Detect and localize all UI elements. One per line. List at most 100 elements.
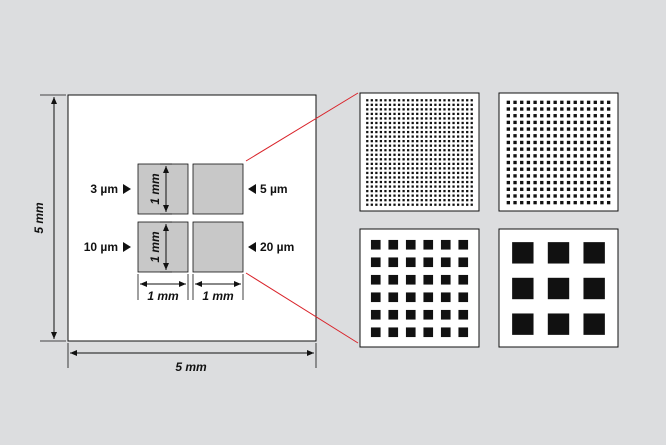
pattern-dot-top-left	[375, 199, 378, 202]
pattern-dot-top-right	[573, 147, 577, 151]
pattern-dot-top-left	[438, 117, 442, 120]
pattern-dot-top-left	[434, 135, 437, 138]
pattern-dot-top-right	[580, 114, 584, 118]
pattern-dot-top-left	[452, 189, 455, 193]
cell-width-label-left: 1 mm	[147, 289, 179, 303]
pattern-dot-top-left	[466, 167, 469, 170]
pattern-dot-top-left	[438, 189, 442, 193]
pattern-dot-top-left	[434, 153, 437, 156]
pattern-dot-top-right	[593, 127, 597, 131]
pattern-dot-top-left	[375, 180, 378, 184]
pattern-dot-bottom-left	[458, 309, 469, 320]
pattern-dot-top-right	[600, 120, 604, 125]
pattern-dot-top-left	[443, 121, 446, 125]
pattern-dot-top-left	[366, 135, 369, 138]
pattern-dot-top-left	[366, 140, 369, 143]
pattern-dot-top-right	[600, 154, 604, 158]
cell-height-label-top: 1 mm	[148, 173, 162, 205]
pattern-dot-top-left	[470, 144, 473, 147]
pattern-dot-top-left	[366, 108, 369, 111]
pattern-dot-top-left	[452, 167, 455, 170]
pattern-dot-bottom-left	[405, 292, 416, 303]
pattern-dot-top-left	[407, 194, 410, 197]
pattern-dot-top-left	[393, 144, 396, 147]
pattern-dot-top-left	[434, 108, 437, 111]
pattern-dot-bottom-left	[405, 274, 416, 285]
pattern-dot-bottom-left	[423, 274, 434, 285]
pattern-dot-top-left	[466, 149, 469, 152]
pattern-dot-top-left	[397, 103, 401, 106]
pattern-dot-bottom-left	[370, 327, 381, 338]
pattern-dot-top-left	[375, 153, 378, 156]
pattern-dot-top-left	[397, 158, 401, 161]
pattern-dot-top-left	[452, 112, 455, 116]
pattern-dot-top-left	[447, 153, 451, 156]
pattern-dot-top-left	[388, 199, 392, 202]
pattern-dot-bottom-left	[440, 257, 451, 268]
pattern-dot-top-right	[573, 200, 577, 205]
pattern-dot-top-left	[375, 103, 378, 106]
pattern-dot-top-left	[425, 153, 428, 156]
pattern-dot-top-right	[520, 120, 524, 125]
pattern-dot-top-left	[447, 162, 451, 165]
pattern-dot-top-right	[526, 100, 531, 105]
pattern-dot-top-left	[438, 162, 442, 165]
pattern-dot-top-left	[429, 144, 432, 147]
pattern-dot-top-left	[456, 194, 460, 197]
pattern-dot-top-left	[425, 158, 428, 161]
pattern-dot-top-right	[520, 194, 524, 198]
pattern-dot-top-left	[407, 176, 410, 179]
pattern-dot-top-left	[420, 144, 423, 147]
pattern-dot-top-right	[506, 114, 511, 118]
pattern-dot-top-left	[425, 162, 428, 165]
pattern-dot-top-left	[452, 140, 455, 143]
pattern-dot-top-left	[470, 167, 473, 170]
marker-20um-label: 20 µm	[260, 240, 294, 254]
pattern-dot-top-left	[393, 135, 396, 138]
pattern-dot-bottom-left	[458, 327, 469, 338]
pattern-dot-top-right	[580, 194, 584, 198]
pattern-dot-bottom-right	[512, 242, 534, 264]
pattern-dot-top-left	[420, 180, 423, 184]
pattern-dot-top-left	[388, 99, 392, 102]
pattern-dot-top-left	[397, 199, 401, 202]
pattern-dot-top-left	[420, 140, 423, 143]
pattern-dot-top-left	[411, 99, 414, 102]
pattern-dot-top-right	[553, 174, 557, 178]
pattern-dot-top-left	[379, 185, 383, 188]
marker-5um-arrow-icon	[248, 184, 256, 194]
pattern-dot-top-left	[393, 199, 396, 202]
pattern-dot-top-left	[443, 153, 446, 156]
pattern-dot-top-left	[393, 117, 396, 120]
pattern-dot-top-left	[466, 99, 469, 102]
pattern-dot-top-left	[443, 171, 446, 175]
pattern-dot-top-right	[573, 154, 577, 158]
pattern-dot-top-right	[586, 114, 591, 118]
pattern-dot-top-left	[470, 117, 473, 120]
pattern-dot-top-left	[416, 117, 419, 120]
pattern-dot-top-right	[593, 174, 597, 178]
pattern-dot-top-right	[606, 100, 611, 105]
pattern-dot-top-left	[434, 185, 437, 188]
pattern-dot-top-left	[416, 189, 419, 193]
pattern-dot-top-left	[466, 126, 469, 129]
pattern-dot-top-left	[447, 108, 451, 111]
pattern-dot-top-left	[402, 103, 405, 106]
pattern-dot-top-left	[466, 158, 469, 161]
pattern-dot-top-left	[461, 140, 464, 143]
pattern-dot-top-left	[411, 121, 414, 125]
pattern-dot-top-left	[388, 126, 392, 129]
pattern-dot-top-right	[566, 200, 571, 205]
pattern-dot-top-left	[425, 108, 428, 111]
pattern-dot-top-left	[416, 108, 419, 111]
pattern-dot-top-left	[429, 162, 432, 165]
pattern-dot-top-left	[461, 108, 464, 111]
pattern-dot-top-left	[461, 180, 464, 184]
pattern-dot-top-left	[416, 103, 419, 106]
pattern-dot-top-right	[513, 134, 517, 138]
pattern-dot-top-right	[553, 134, 557, 138]
pattern-dot-top-left	[366, 162, 369, 165]
pattern-dot-top-left	[416, 153, 419, 156]
pattern-dot-bottom-right	[583, 277, 605, 300]
